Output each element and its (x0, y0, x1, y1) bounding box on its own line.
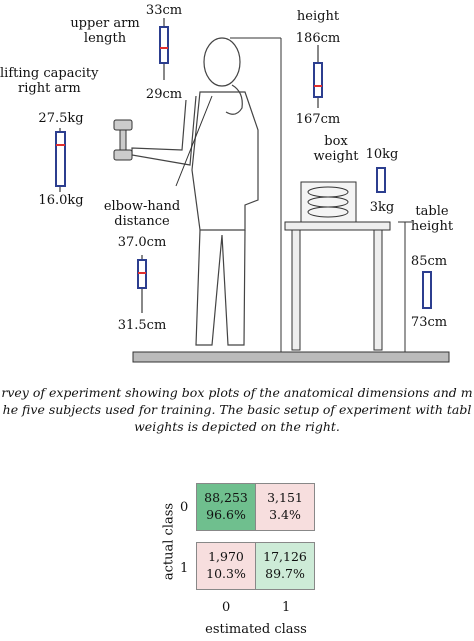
box-weight-bottom: 3kg (369, 200, 395, 215)
lifting-capacity-boxplot (55, 128, 66, 192)
upper-arm-top: 33cm (145, 3, 183, 18)
x-axis-label: estimated class (205, 622, 307, 637)
lifting-bottom: 16.0kg (38, 193, 84, 208)
upper-arm-boxplot (159, 18, 169, 80)
col-label-1: 1 (282, 600, 291, 615)
person-outline (131, 37, 259, 346)
y-axis-label: actual class (161, 502, 177, 581)
height-boxplot (313, 45, 323, 108)
upper-arm-bottom: 29cm (145, 87, 183, 102)
experiment-setup-figure (55, 18, 450, 363)
box-weight-top: 10kg (365, 147, 399, 162)
box-weight-object (300, 181, 357, 223)
table-height-bottom: 73cm (410, 315, 448, 330)
table-height-boxplot (422, 271, 432, 309)
height-title: height (296, 9, 340, 24)
row-label-0: 0 (180, 500, 189, 515)
col-label-0: 0 (222, 600, 231, 615)
table (284, 221, 391, 351)
dumbbell-icon (113, 119, 133, 161)
table-height-top: 85cm (410, 254, 448, 269)
figure-caption: rvey of experiment showing box plots of … (1, 385, 473, 434)
box-weight-boxplot (376, 167, 386, 193)
floor (132, 351, 450, 363)
row-label-1: 1 (180, 561, 189, 576)
elbow-hand-boxplot (137, 255, 147, 313)
elbow-hand-top: 37.0cm (117, 235, 167, 250)
lifting-top: 27.5kg (38, 111, 84, 126)
height-top: 186cm (295, 31, 341, 46)
elbow-hand-bottom: 31.5cm (117, 318, 167, 333)
height-bottom: 167cm (295, 112, 341, 127)
